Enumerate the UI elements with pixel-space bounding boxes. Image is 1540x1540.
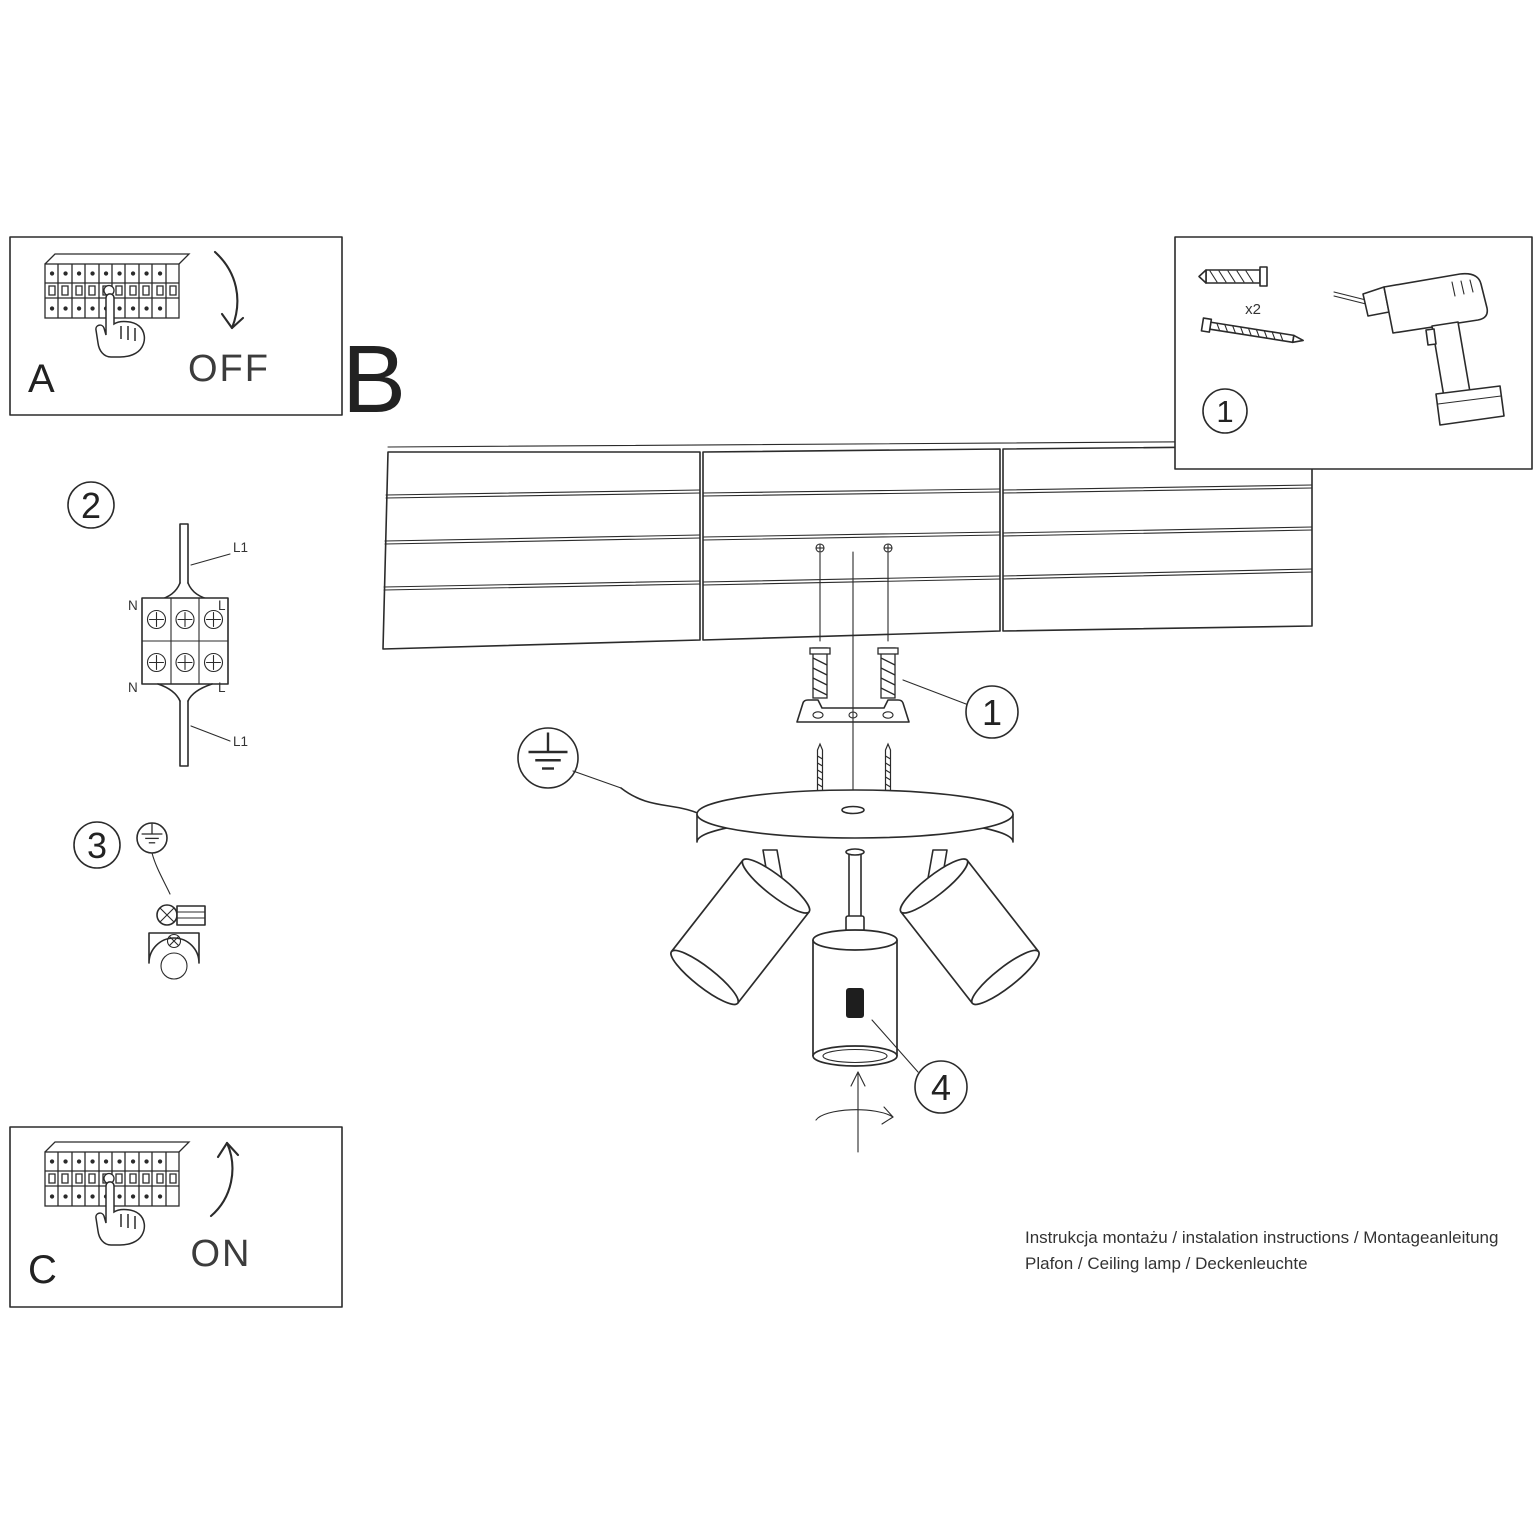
callout-4-circle bbox=[914, 1060, 968, 1114]
wire-label-l-bottom: L bbox=[218, 680, 226, 695]
footer-line-2: Plafon / Ceiling lamp / Deckenleuchte bbox=[1025, 1254, 1308, 1273]
callout-1-circle bbox=[965, 685, 1019, 739]
rotate-up-arrow-icon bbox=[209, 1141, 234, 1218]
terminal-block bbox=[141, 597, 229, 685]
step-2-wiring: 2 L1 N L N L L1 bbox=[67, 481, 248, 767]
footer-line-1: Instrukcja montażu / instalation instruc… bbox=[1025, 1228, 1498, 1247]
wire-label-l-top: L bbox=[218, 598, 226, 613]
pilot-screw-icon bbox=[883, 543, 893, 553]
callout-4-number: 4 bbox=[931, 1067, 951, 1108]
callout-3-circle bbox=[73, 821, 121, 869]
mounting-bracket bbox=[796, 699, 910, 723]
breaker-panel-icon bbox=[45, 1142, 189, 1206]
callout-1-number: 1 bbox=[982, 692, 1002, 733]
panel-a: A OFF bbox=[9, 236, 343, 416]
callout-2-circle bbox=[67, 481, 115, 529]
tools-callout-circle bbox=[1202, 388, 1248, 434]
section-letter-c: C bbox=[28, 1248, 57, 1292]
canopy-base bbox=[696, 789, 1014, 843]
callout-3-number: 3 bbox=[87, 825, 107, 866]
bulb-socket bbox=[846, 988, 864, 1018]
pilot-screw-icon bbox=[815, 543, 825, 553]
ceiling-lamp: 4 bbox=[517, 727, 1046, 1153]
ceiling-boards bbox=[382, 440, 1313, 650]
wall-plug-icon bbox=[809, 647, 831, 699]
anchor-quantity-label: x2 bbox=[1245, 301, 1261, 318]
wire-label-n-top: N bbox=[128, 598, 138, 613]
ground-symbol-circle bbox=[517, 727, 579, 789]
rotate-down-arrow-icon bbox=[213, 250, 239, 330]
screw-icon bbox=[1200, 317, 1304, 344]
breaker-panel-icon bbox=[45, 254, 189, 318]
wall-plug-icon bbox=[877, 647, 899, 699]
mounting-hardware: 1 bbox=[796, 543, 1019, 807]
tools-callout-number: 1 bbox=[1216, 394, 1233, 429]
tools-box: x2 1 bbox=[1174, 236, 1533, 470]
wire-label-n-bottom: N bbox=[128, 680, 138, 695]
spotlight-left bbox=[664, 851, 817, 1012]
wire-label-l1-bottom: L1 bbox=[233, 734, 248, 749]
section-letter-b: B bbox=[342, 326, 406, 433]
off-label: OFF bbox=[188, 348, 270, 390]
callout-2-number: 2 bbox=[81, 485, 101, 526]
power-wire bbox=[620, 787, 709, 819]
wall-plug-icon bbox=[1198, 266, 1268, 287]
step-3-grounding: 3 bbox=[73, 821, 206, 980]
rotation-arrows bbox=[815, 1071, 894, 1153]
spotlight-right bbox=[893, 851, 1046, 1012]
on-label: ON bbox=[191, 1233, 252, 1275]
spotlight-mouth bbox=[822, 1048, 888, 1064]
section-letter-a: A bbox=[28, 357, 55, 401]
panel-c: C ON bbox=[9, 1126, 343, 1308]
drill-icon bbox=[1333, 272, 1505, 426]
wire-label-l1-top: L1 bbox=[233, 540, 248, 555]
ground-clamp-icon bbox=[148, 904, 206, 980]
footer-text: Instrukcja montażu / instalation instruc… bbox=[1025, 1228, 1498, 1273]
